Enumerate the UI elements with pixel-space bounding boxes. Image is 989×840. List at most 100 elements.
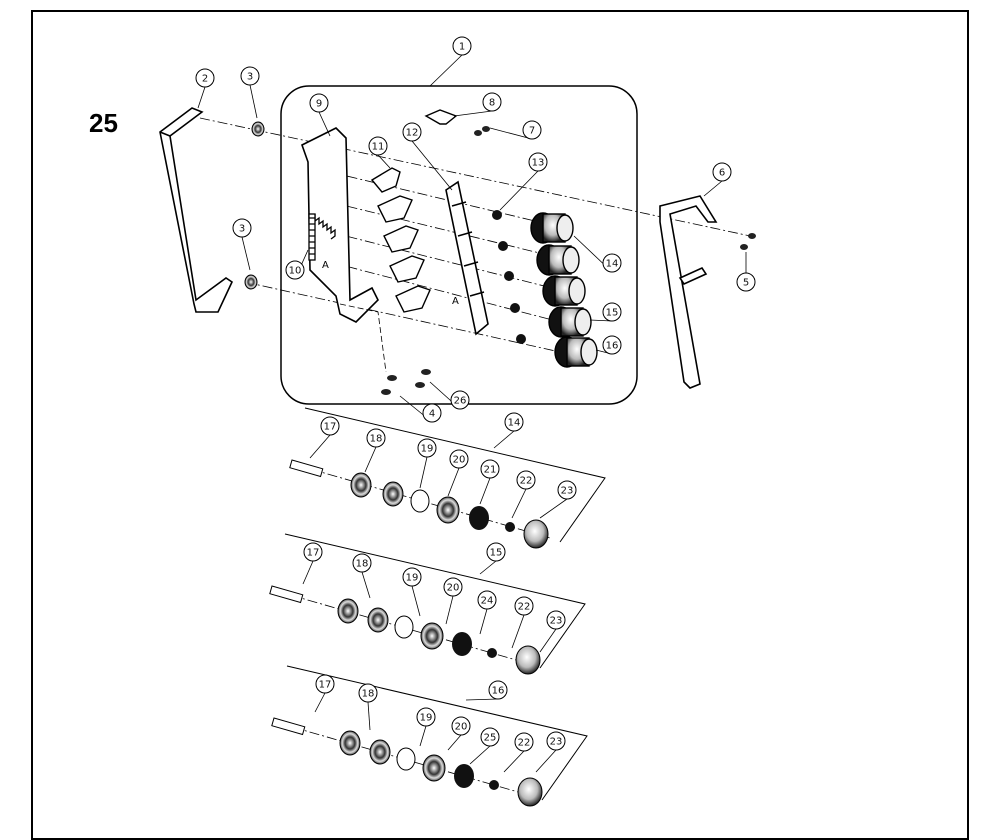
tension-knobs-upper	[530, 212, 598, 368]
callout-label: 4	[429, 409, 435, 420]
callout-circle	[449, 449, 469, 469]
callout-label: 19	[406, 573, 419, 584]
callout-leader	[535, 749, 557, 773]
callout-4: 4	[399, 395, 442, 423]
callout-circle	[451, 716, 471, 736]
callout-leader	[447, 734, 462, 751]
callout-leader	[589, 319, 613, 322]
callout-label: 12	[406, 128, 419, 139]
exploded-row-14	[289, 407, 606, 549]
callout-circle	[366, 428, 386, 448]
exploded-row-16	[271, 665, 588, 807]
note-letter-a-left: A	[322, 260, 329, 271]
callout-label: 9	[316, 99, 322, 110]
callout-9: 9	[309, 93, 331, 137]
callout-label: 23	[550, 616, 563, 627]
callout-19: 19	[417, 438, 437, 489]
screw-7a	[474, 130, 482, 136]
callout-label: 8	[489, 98, 495, 109]
callout-circle	[480, 459, 500, 479]
callout-19: 19	[402, 567, 422, 617]
callout-label: 22	[520, 476, 533, 487]
callout-18: 18	[352, 553, 372, 599]
callout-circle	[602, 302, 622, 322]
callout-leader	[367, 701, 371, 731]
callout-label: 19	[420, 713, 433, 724]
callout-label: 20	[453, 455, 466, 466]
callout-leader	[419, 456, 428, 489]
callout-circle	[528, 152, 548, 172]
callout-circle	[240, 66, 260, 86]
callout-circle	[486, 542, 506, 562]
callout-label: 18	[370, 434, 383, 445]
callout-2: 2	[195, 68, 215, 109]
callout-circle	[309, 93, 329, 113]
callout-1: 1	[429, 36, 472, 87]
callout-label: 18	[362, 689, 375, 700]
callout-circle	[450, 390, 470, 410]
callout-label: 19	[421, 444, 434, 455]
callout-label: 16	[606, 341, 619, 352]
callout-16: 16	[465, 680, 508, 701]
callout-leader	[302, 560, 314, 585]
callout-circle	[736, 272, 756, 292]
callout-label: 1	[459, 42, 465, 53]
callout-11: 11	[368, 136, 391, 169]
callout-25: 25	[469, 727, 500, 765]
callout-8: 8	[453, 92, 502, 117]
callout-21: 21	[479, 459, 500, 505]
callout-23: 23	[535, 731, 566, 773]
callout-leader	[479, 477, 491, 505]
callout-18: 18	[364, 428, 386, 473]
callout-leader	[318, 111, 331, 137]
callout-circle	[315, 674, 335, 694]
right-bracket	[659, 195, 718, 389]
nut-3-bottom	[244, 274, 258, 290]
page-number-label: 25	[89, 108, 118, 138]
screw-7b	[482, 126, 490, 132]
small-nuts	[492, 210, 526, 344]
callout-circle	[522, 120, 542, 140]
callout-circle	[514, 596, 534, 616]
callout-label: 14	[508, 418, 521, 429]
callout-label: 2	[202, 74, 208, 85]
note-letter-a-right: A	[452, 296, 459, 307]
callout-circle	[477, 590, 497, 610]
callout-circle	[422, 403, 442, 423]
callout-23: 23	[539, 480, 577, 519]
callout-circle	[232, 218, 252, 238]
small-bracket	[424, 109, 458, 125]
callout-15: 15	[589, 302, 622, 322]
callout-leader	[511, 488, 527, 519]
callout-circle	[516, 470, 536, 490]
callout-label: 13	[532, 158, 545, 169]
callout-leader	[493, 430, 515, 449]
levers	[370, 167, 431, 313]
callout-20: 20	[443, 577, 463, 625]
callout-circle	[320, 416, 340, 436]
callout-leader	[429, 54, 463, 87]
callout-circle	[195, 68, 215, 88]
callout-label: 17	[307, 548, 320, 559]
callout-leader	[309, 434, 331, 459]
callout-20: 20	[447, 449, 469, 497]
callout-leader	[453, 110, 493, 117]
callout-17: 17	[314, 674, 335, 713]
callout-circle	[416, 707, 436, 727]
screw-5b	[740, 244, 748, 250]
callout-circle	[482, 92, 502, 112]
callout-label: 15	[606, 308, 619, 319]
callout-leader	[241, 236, 251, 271]
callout-label: 3	[247, 72, 253, 83]
callout-label: 24	[481, 596, 494, 607]
callout-label: 11	[372, 142, 385, 153]
callout-leader	[469, 745, 491, 765]
callout-leader	[364, 446, 377, 473]
callout-label: 3	[239, 224, 245, 235]
nut-3-top	[251, 121, 265, 137]
callout-14: 14	[493, 412, 524, 449]
callout-label: 23	[561, 486, 574, 497]
screw-guide-line	[339, 303, 387, 373]
callout-13: 13	[499, 152, 548, 211]
